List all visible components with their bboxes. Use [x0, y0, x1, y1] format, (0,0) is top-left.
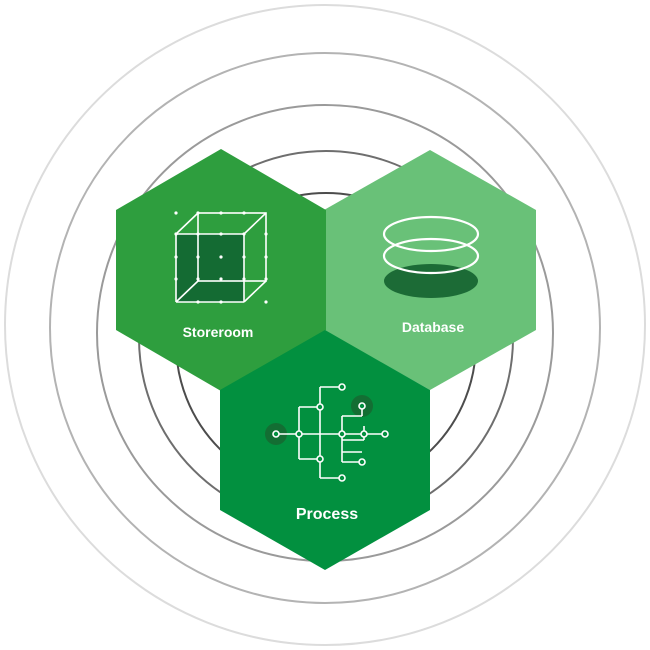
process-hexagon: Process	[220, 330, 430, 570]
database-label: Database	[402, 319, 464, 335]
storeroom-label: Storeroom	[183, 324, 254, 340]
database-disks-icon	[382, 215, 480, 298]
process-hexagon-shape	[220, 330, 430, 570]
ring-4	[49, 52, 601, 604]
ring-outer	[4, 4, 646, 646]
process-label: Process	[296, 506, 358, 523]
storeroom-hexagon: Storeroom	[116, 149, 326, 391]
database-hexagon: Database	[324, 150, 536, 390]
circuit-icon	[265, 383, 389, 482]
cube-grid-icon	[174, 211, 268, 304]
